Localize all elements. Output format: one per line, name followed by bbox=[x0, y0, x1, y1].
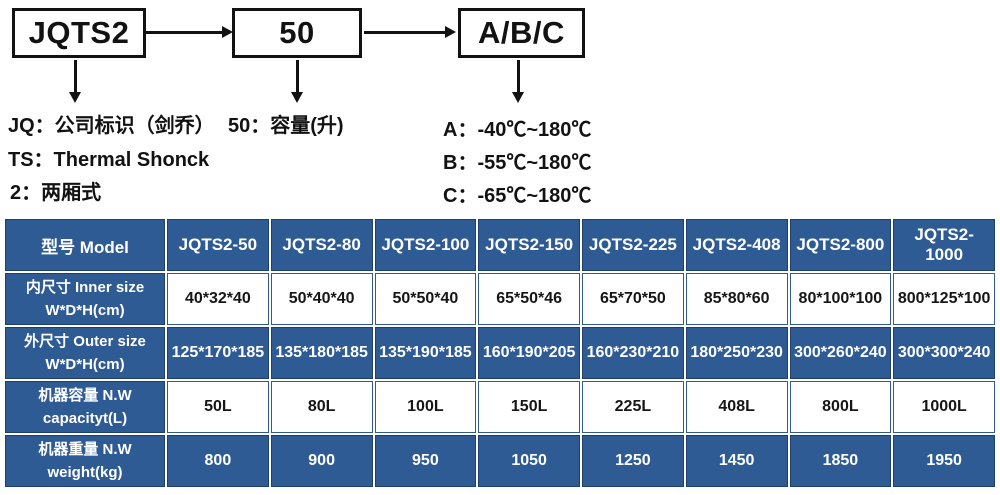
spec-cell: 150L bbox=[478, 381, 580, 433]
model-column-header: JQTS2-1000 bbox=[893, 219, 995, 271]
spec-cell: 900 bbox=[270, 435, 373, 487]
spec-cell: 800L bbox=[789, 381, 892, 433]
row-label-line: 机器容量 N.W bbox=[38, 386, 132, 404]
table-row-outer-size: 外尺寸 Outer size W*D*H(cm) 125*170*185 135… bbox=[5, 327, 995, 379]
row-label-weight: 机器重量 N.W weight(kg) bbox=[5, 435, 165, 487]
spec-cell: 300*260*240 bbox=[789, 327, 892, 379]
model-column-header: JQTS2-80 bbox=[270, 219, 373, 271]
row-label-line: 外尺寸 Outer size bbox=[24, 332, 146, 350]
spec-cell: 40*32*40 bbox=[167, 273, 269, 325]
legend-grade-a-range: A：-40℃~180℃ bbox=[443, 119, 592, 141]
model-naming-diagram: JQTS2 50 A/B/C JQ：公司标识（剑乔） TS：Thermal Sh… bbox=[0, 0, 1000, 217]
spec-cell: 1850 bbox=[789, 435, 892, 487]
spec-table: 型号 Model JQTS2-50 JQTS2-80 JQTS2-100 JQT… bbox=[3, 217, 997, 489]
arrow-down-icon bbox=[291, 60, 303, 103]
spec-cell: 1050 bbox=[478, 435, 580, 487]
spec-cell: 50*50*40 bbox=[374, 273, 477, 325]
table-header-row: 型号 Model JQTS2-50 JQTS2-80 JQTS2-100 JQT… bbox=[5, 219, 995, 271]
row-label-capacity: 机器容量 N.W capacityt(L) bbox=[5, 381, 165, 433]
row-label-line: W*D*H(cm) bbox=[45, 302, 125, 319]
spec-cell: 85*80*60 bbox=[685, 273, 788, 325]
flow-box-jqts2: JQTS2 bbox=[12, 8, 146, 58]
spec-cell: 135*180*185 bbox=[270, 327, 373, 379]
spec-cell: 800*125*100 bbox=[893, 273, 995, 325]
spec-cell: 1450 bbox=[685, 435, 788, 487]
model-column-header: JQTS2-225 bbox=[582, 219, 684, 271]
row-label-line: W*D*H(cm) bbox=[45, 356, 125, 373]
spec-cell: 300*300*240 bbox=[893, 327, 995, 379]
spec-cell: 180*250*230 bbox=[685, 327, 788, 379]
spec-cell: 1250 bbox=[582, 435, 684, 487]
spec-cell: 65*70*50 bbox=[582, 273, 684, 325]
legend-grade-b-range: B：-55℃~180℃ bbox=[443, 152, 592, 174]
spec-cell: 1000L bbox=[893, 381, 995, 433]
spec-cell: 225L bbox=[582, 381, 684, 433]
spec-cell: 408L bbox=[685, 381, 788, 433]
model-column-header: JQTS2-50 bbox=[167, 219, 269, 271]
legend-jq-meaning: JQ：公司标识（剑乔） bbox=[8, 115, 215, 137]
spec-cell: 50L bbox=[167, 381, 269, 433]
spec-cell: 50*40*40 bbox=[270, 273, 373, 325]
legend-grade-c-range: C：-65℃~180℃ bbox=[443, 185, 592, 207]
spec-table-container: 型号 Model JQTS2-50 JQTS2-80 JQTS2-100 JQT… bbox=[3, 217, 997, 489]
table-row-weight: 机器重量 N.W weight(kg) 800 900 950 1050 125… bbox=[5, 435, 995, 487]
model-column-header: JQTS2-150 bbox=[478, 219, 580, 271]
legend-2-meaning: 2：两厢式 bbox=[10, 182, 102, 204]
table-row-inner-size: 内尺寸 Inner size W*D*H(cm) 40*32*40 50*40*… bbox=[5, 273, 995, 325]
table-row-capacity: 机器容量 N.W capacityt(L) 50L 80L 100L 150L … bbox=[5, 381, 995, 433]
spec-cell: 160*190*205 bbox=[478, 327, 580, 379]
row-label-line: 内尺寸 Inner size bbox=[25, 278, 145, 296]
spec-cell: 125*170*185 bbox=[167, 327, 269, 379]
row-label-line: 机器重量 N.W bbox=[38, 440, 132, 458]
spec-cell: 100L bbox=[374, 381, 477, 433]
arrow-right-icon bbox=[146, 26, 233, 38]
row-label-outer-size: 外尺寸 Outer size W*D*H(cm) bbox=[5, 327, 165, 379]
row-label-line: weight(kg) bbox=[47, 464, 123, 481]
arrow-down-icon bbox=[69, 60, 81, 103]
model-column-header: JQTS2-408 bbox=[685, 219, 788, 271]
model-column-header: JQTS2-100 bbox=[374, 219, 477, 271]
model-column-header: JQTS2-800 bbox=[789, 219, 892, 271]
spec-cell: 135*190*185 bbox=[374, 327, 477, 379]
spec-cell: 1950 bbox=[893, 435, 995, 487]
flow-box-temp-grade: A/B/C bbox=[458, 8, 585, 58]
arrow-right-icon bbox=[364, 26, 456, 38]
legend-50-meaning: 50：容量(升) bbox=[228, 115, 344, 137]
legend-ts-meaning: TS：Thermal Shonck bbox=[8, 149, 210, 171]
spec-cell: 80L bbox=[270, 381, 373, 433]
row-label-inner-size: 内尺寸 Inner size W*D*H(cm) bbox=[5, 273, 165, 325]
spec-cell: 80*100*100 bbox=[789, 273, 892, 325]
spec-cell: 160*230*210 bbox=[582, 327, 684, 379]
spec-cell: 65*50*46 bbox=[478, 273, 580, 325]
model-header-label: 型号 Model bbox=[5, 219, 165, 271]
row-label-line: capacityt(L) bbox=[42, 410, 128, 427]
spec-cell: 800 bbox=[167, 435, 269, 487]
spec-cell: 950 bbox=[374, 435, 477, 487]
flow-box-capacity: 50 bbox=[232, 8, 362, 58]
arrow-down-icon bbox=[512, 60, 524, 103]
